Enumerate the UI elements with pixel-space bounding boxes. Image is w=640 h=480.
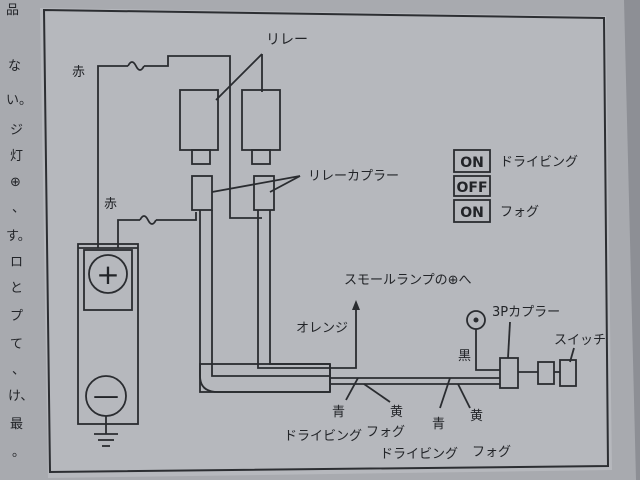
edge-char: ジ xyxy=(10,123,23,138)
blue-label-1: 青 xyxy=(332,405,345,420)
switch-label: スイッチ xyxy=(554,333,606,348)
edge-char: 。 xyxy=(12,445,25,460)
arrow-head xyxy=(352,300,360,310)
yellow-label-1: 黄 xyxy=(390,405,403,420)
relay-1-base xyxy=(191,149,211,165)
battery-plus-terminal-block xyxy=(83,249,133,311)
switch-state: ON xyxy=(460,155,484,171)
relay-label: リレー xyxy=(266,32,308,48)
battery-box xyxy=(77,243,139,425)
orange-wire xyxy=(330,306,357,369)
edge-char: 最 xyxy=(10,417,23,432)
black-label: 黒 xyxy=(458,349,471,364)
edge-char: け、 xyxy=(8,389,33,404)
ground-ring-hole xyxy=(473,317,479,323)
switch-state: ON xyxy=(460,205,484,221)
edge-char: な xyxy=(8,59,21,74)
edge-char: 灯 xyxy=(10,149,23,164)
fog-label-1: フォグ xyxy=(366,425,405,440)
edge-char: す。 xyxy=(6,229,31,244)
orange-label: オレンジ xyxy=(296,321,348,336)
battery-plus-symbol: + xyxy=(96,258,119,291)
relay-coupler-1 xyxy=(191,175,213,211)
switch-position-table: ON OFF ON ドライビング フォグ xyxy=(453,149,578,223)
edge-char: と xyxy=(10,281,23,296)
edge-char: ロ xyxy=(10,255,23,270)
blue-label-2: 青 xyxy=(432,417,445,432)
relay-2-base xyxy=(251,149,271,165)
relay-coupler-label: リレーカプラー xyxy=(308,169,399,184)
battery-plus-terminal xyxy=(88,254,128,294)
switch-mode-label: ドライビング xyxy=(500,155,578,170)
edge-char: プ xyxy=(10,309,23,324)
diagram-frame xyxy=(42,8,610,474)
switch-state: OFF xyxy=(456,180,487,196)
switch-body xyxy=(559,359,577,387)
driving-label-2: ドライビング xyxy=(380,447,458,462)
red-label-top: 赤 xyxy=(72,65,85,80)
edge-char: 品 xyxy=(6,3,19,18)
edge-char: ⊕ xyxy=(10,175,21,190)
small-lamp-label: スモールランプの⊕へ xyxy=(344,273,472,288)
yellow-label-2: 黄 xyxy=(470,409,483,424)
coupler-3p-label: 3Pカプラー xyxy=(492,305,560,320)
top-red-wire xyxy=(97,55,262,248)
edge-char: 、 xyxy=(12,201,25,216)
ground-symbol xyxy=(94,416,118,447)
red-label-mid: 赤 xyxy=(104,197,117,212)
mid-red-wire xyxy=(117,212,197,248)
relay-coupler-2 xyxy=(253,175,275,211)
edge-char: て xyxy=(10,337,23,352)
coupler-3p xyxy=(499,357,519,389)
printed-page xyxy=(40,8,612,478)
page-edge-text: 品 な い。 ジ 灯 ⊕ 、 す。 ロ と プ て 、 け、 最 。 xyxy=(6,3,33,460)
fog-label-2: フォグ xyxy=(472,445,511,460)
driving-label-1: ドライビング xyxy=(284,429,362,444)
edge-char: い。 xyxy=(6,93,32,108)
battery-minus-symbol: — xyxy=(93,381,119,411)
switch-connector xyxy=(537,361,555,385)
output-wires xyxy=(330,377,500,409)
switch-mode-label: フォグ xyxy=(500,205,539,220)
edge-char: 、 xyxy=(12,363,25,378)
